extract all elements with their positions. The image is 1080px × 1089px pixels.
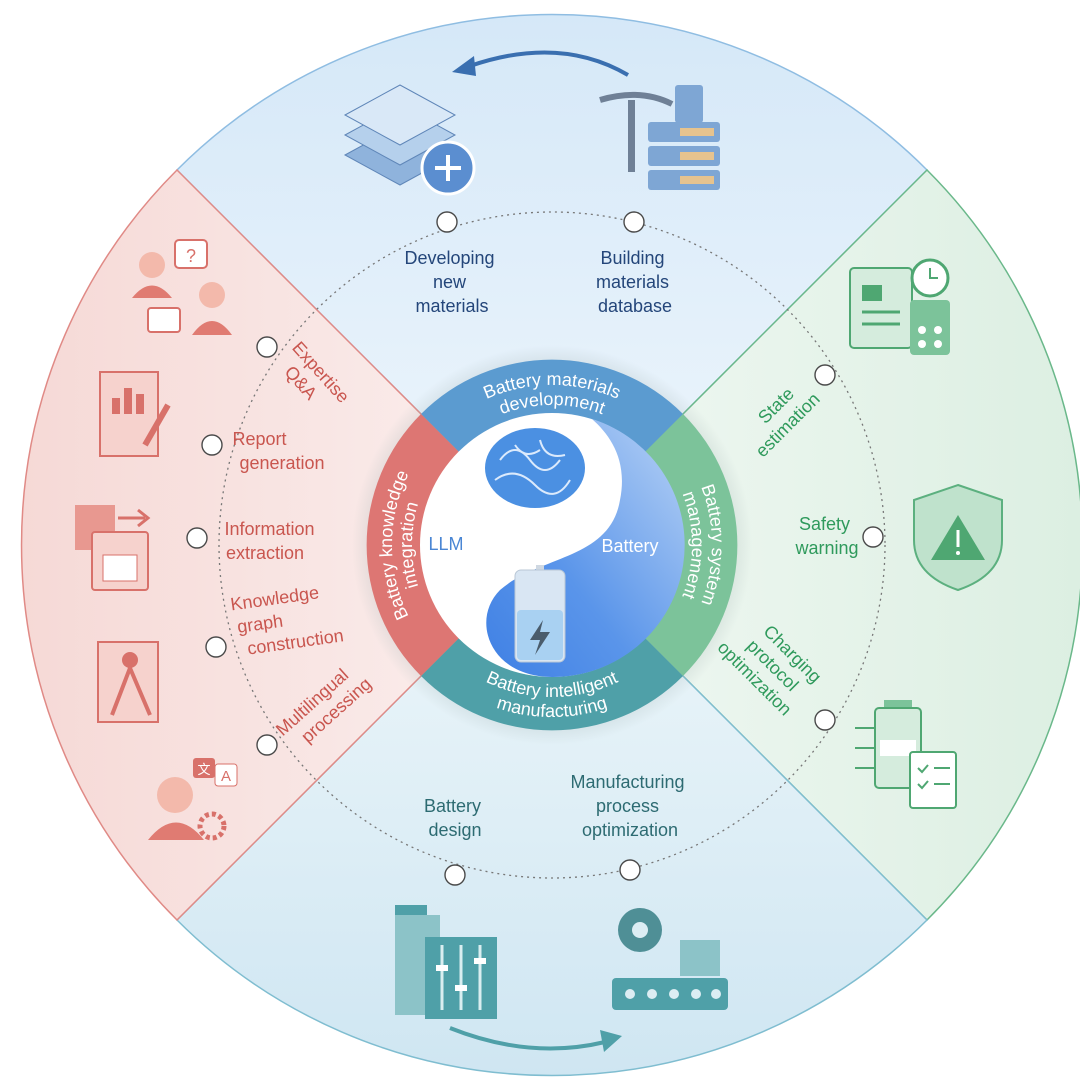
- node-expertise-qa[interactable]: [256, 336, 278, 358]
- ring-segment-left: [366, 414, 459, 676]
- translate-person-icon: 文 A: [148, 758, 238, 841]
- llm-battery-yinyang: LLM Battery: [420, 413, 685, 678]
- node-information-extraction[interactable]: [186, 527, 208, 549]
- center-ring: Battery materials development Battery sy…: [366, 359, 738, 731]
- quadrant-right: [550, 168, 1080, 922]
- factory-sliders-icon: [395, 905, 497, 1019]
- quadrant-left: [20, 168, 554, 922]
- node-developing-new-materials[interactable]: [436, 211, 458, 233]
- people-question-icon: ?: [132, 239, 232, 335]
- label-report-generation: Report generation: [232, 429, 324, 473]
- report-pen-icon: [99, 371, 171, 457]
- brain-icon: [485, 428, 585, 508]
- floppy-export-icon: [75, 505, 151, 591]
- bottom-arrow-head: [600, 1030, 622, 1052]
- quadrant-bottom: [175, 543, 929, 1077]
- layers-plus-icon: [343, 84, 476, 196]
- top-arrow: [469, 50, 630, 77]
- label-manufacturing-process-optimization: Manufacturing process optimization: [570, 772, 689, 840]
- dotted-orbit: [218, 211, 886, 879]
- node-state-estimation[interactable]: [814, 364, 836, 386]
- ring-segment-top: [421, 359, 683, 452]
- shield-warning-icon: [913, 483, 1003, 592]
- bottom-quadrant-content: Battery design Manufacturing process opt…: [395, 772, 728, 1052]
- top-quadrant-content: Developing new materials Building materi…: [343, 50, 720, 316]
- node-building-materials-database[interactable]: [623, 211, 645, 233]
- battery-cell-icon: [514, 565, 566, 663]
- node-safety-warning[interactable]: [862, 526, 884, 548]
- node-manufacturing-process-optimization[interactable]: [619, 859, 641, 881]
- node-multilingual-processing[interactable]: [256, 734, 278, 756]
- label-safety-warning: Safety warning: [794, 514, 858, 558]
- label-information-extraction: Information extraction: [224, 519, 319, 563]
- pickaxe-database-icon: [599, 85, 720, 190]
- top-arrow-head: [452, 56, 476, 76]
- ring-segment-right: [645, 414, 738, 676]
- clipboard-clock-calculator-icon: [849, 258, 950, 355]
- node-battery-design[interactable]: [444, 864, 466, 886]
- svg-text:A: A: [221, 768, 231, 785]
- node-charging-protocol-optimization[interactable]: [814, 709, 836, 731]
- llm-label: LLM: [428, 534, 463, 554]
- label-building-materials-database: Building materials database: [596, 248, 674, 316]
- node-report-generation[interactable]: [201, 434, 223, 456]
- svg-text:文: 文: [197, 762, 210, 777]
- battery-checklist-icon: [855, 700, 957, 809]
- drafting-compass-icon: [97, 641, 159, 723]
- bottom-arrow: [449, 1026, 606, 1051]
- battery-label: Battery: [601, 536, 658, 556]
- ring-segment-bottom: [421, 638, 683, 731]
- label-developing-new-materials: Developing new materials: [404, 248, 499, 316]
- label-battery-design: Battery design: [424, 796, 486, 840]
- svg-text:?: ?: [186, 246, 196, 266]
- node-knowledge-graph-construction[interactable]: [205, 636, 227, 658]
- gear-conveyor-icon: [612, 908, 728, 1010]
